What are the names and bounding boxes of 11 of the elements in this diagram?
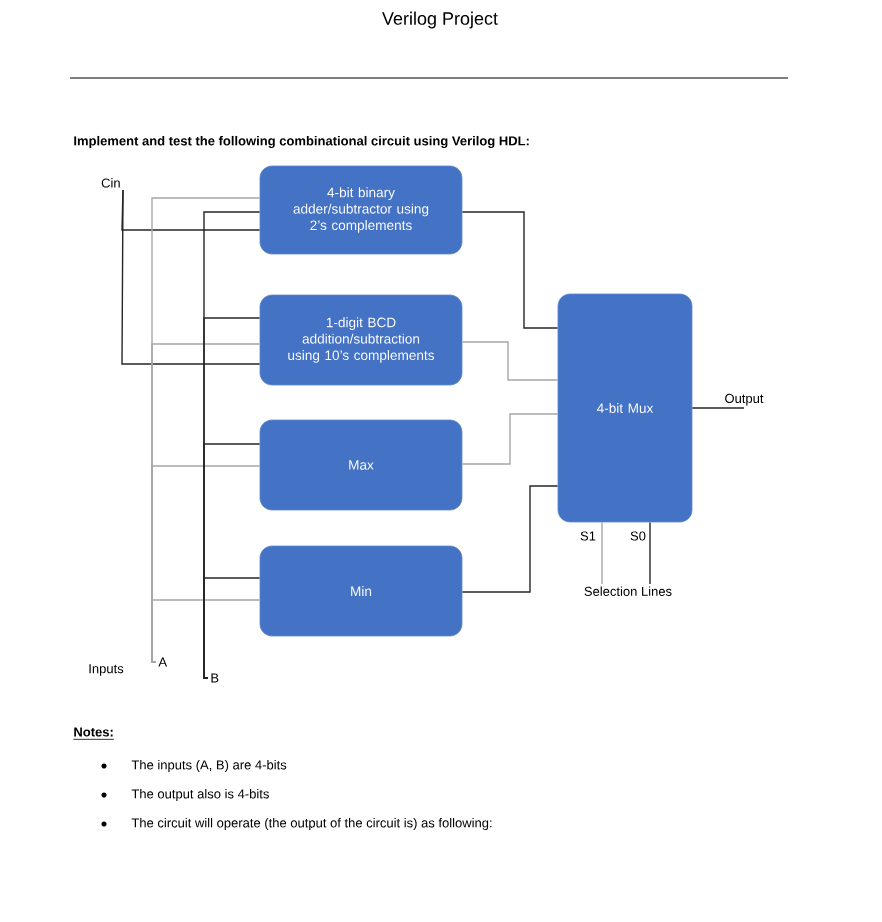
wire [461, 211, 559, 329]
wire [691, 407, 745, 409]
wire [461, 341, 559, 381]
wire [601, 521, 603, 585]
wire [121, 189, 261, 365]
wire [461, 485, 559, 593]
wire [649, 521, 651, 585]
wire [461, 413, 559, 465]
wire [151, 599, 261, 663]
wire [203, 577, 261, 679]
title: Verilog Project [382, 11, 498, 29]
